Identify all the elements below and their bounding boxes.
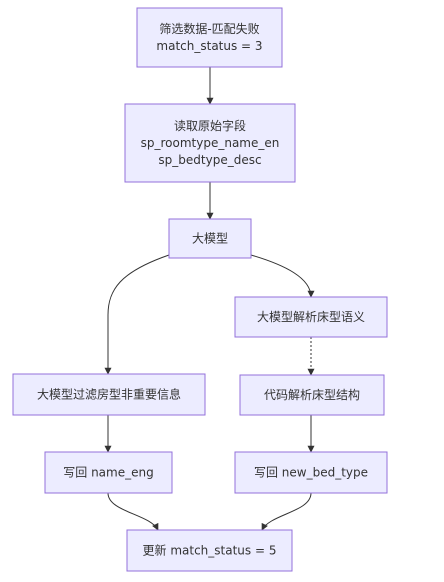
node-semantic: 大模型解析床型语义 <box>234 296 388 338</box>
node-update-label: 更新 match_status = 5 <box>143 543 277 558</box>
node-code-parse: 代码解析床型结构 <box>239 374 385 416</box>
node-write-bed-box <box>234 451 388 494</box>
node-code-parse-label: 代码解析床型结构 <box>264 387 360 402</box>
node-read-label: sp_bedtype_desc <box>158 153 261 167</box>
node-update-box <box>126 529 293 572</box>
node-write-bed-label: 写回 new_bed_type <box>254 466 368 480</box>
node-write-name: 写回 name_eng <box>44 451 173 494</box>
node-code-parse-box <box>239 374 385 416</box>
node-read: 读取原始字段 sp_roomtype_name_en sp_bedtype_desc <box>124 103 296 183</box>
node-llm-box <box>168 218 252 259</box>
node-write-bed: 写回 new_bed_type <box>234 451 388 494</box>
edge-write-name-to-update <box>107 492 159 531</box>
node-filter-info-label: 大模型过滤房型非重要信息 <box>37 387 181 402</box>
node-update: 更新 match_status = 5 <box>126 529 293 572</box>
node-llm: 大模型 <box>168 218 252 259</box>
node-filter-info: 大模型过滤房型非重要信息 <box>12 373 206 416</box>
node-semantic-label: 大模型解析床型语义 <box>257 310 365 324</box>
edges <box>104 67 315 531</box>
node-filter-info-box <box>12 373 206 416</box>
node-write-name-label: 写回 name_eng <box>63 466 153 480</box>
node-filter-label: 筛选数据-匹配失败 <box>159 21 259 36</box>
node-write-name-box <box>44 451 173 494</box>
node-read-box <box>124 103 296 183</box>
node-llm-label: 大模型 <box>192 232 228 246</box>
node-semantic-box <box>234 296 388 338</box>
node-read-label: sp_roomtype_name_en <box>141 136 280 150</box>
edge-llm-to-semantic <box>250 254 315 298</box>
edge-write-bed-to-update <box>261 492 312 531</box>
node-filter-box <box>136 7 283 68</box>
node-filter-label: match_status = 3 <box>156 39 262 53</box>
node-read-label: 读取原始字段 <box>174 118 246 133</box>
nodes: 筛选数据-匹配失败 match_status = 3 读取原始字段 sp_roomty… <box>12 7 388 572</box>
node-filter: 筛选数据-匹配失败 match_status = 3 <box>136 7 283 68</box>
edge-llm-to-filter-info <box>104 254 170 375</box>
